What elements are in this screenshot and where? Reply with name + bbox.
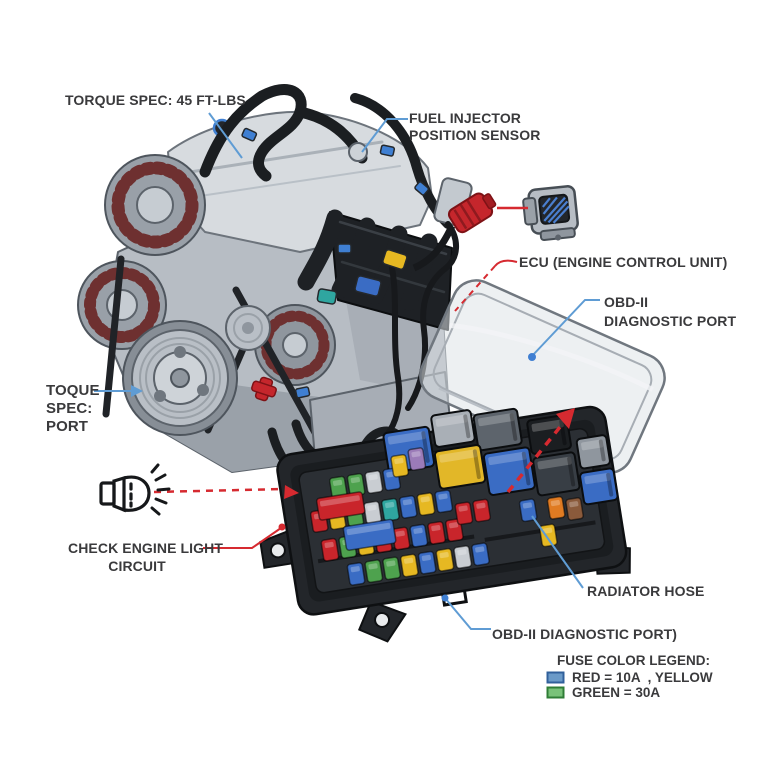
legend-swatch-green-rect xyxy=(546,686,565,699)
check-engine-light-icon xyxy=(99,463,171,516)
engine-connectors xyxy=(241,127,430,399)
check-engine-arrowhead xyxy=(284,485,299,499)
legend-swatch-blue xyxy=(546,671,565,684)
label-radiator-hose: RADIATOR HOSE xyxy=(587,583,705,599)
label-toque-spec-port: TOQUE SPEC: PORT xyxy=(46,382,100,436)
label-obd-bottom: OBD-II DIAGNOSTIC PORT) xyxy=(492,626,678,642)
legend-swatch-blue-rect xyxy=(546,671,565,684)
alternator-upper xyxy=(104,154,206,256)
leader-lines xyxy=(94,112,600,630)
obd-top-leader-line xyxy=(531,299,600,357)
label-check-engine: CHECK ENGINE LIGHT CIRCUIT xyxy=(68,539,224,575)
label-fuel-injector-line1: FUEL INJECTOR xyxy=(409,110,522,126)
idler-pulley xyxy=(225,305,271,351)
legend-item-green: GREEN = 30A xyxy=(546,685,713,700)
fuse-box xyxy=(259,405,631,643)
label-ecu: ECU (ENGINE CONTROL UNIT) xyxy=(519,254,728,270)
label-torque-spec: TORQUE SPEC: 45 FT-LBS xyxy=(65,92,246,108)
legend-item-red-label: RED = 10A , YELLOW xyxy=(572,670,713,685)
fuse-color-legend: FUSE COLOR LEGEND: RED = 10A , YELLOW GR… xyxy=(546,653,713,700)
legend-swatch-green xyxy=(546,686,565,699)
check-engine-circuit-dot xyxy=(278,523,286,531)
radiator-hose-leader-line xyxy=(531,515,584,589)
torque-spec-leader-line xyxy=(208,112,243,159)
legend-item-red: RED = 10A , YELLOW xyxy=(546,670,713,685)
label-check-engine-line2: CIRCUIT xyxy=(108,558,166,574)
label-fuel-injector: FUEL INJECTOR POSITION SENSOR xyxy=(409,110,540,144)
thermostat-housing xyxy=(348,142,368,162)
toque-port-arrowhead xyxy=(131,385,143,397)
check-engine-circuit-leader-line xyxy=(203,527,282,549)
engine-illustration xyxy=(77,84,473,485)
label-obd-top: OBD-II DIAGNOSTIC PORT xyxy=(604,293,736,331)
label-obd-top-line1: OBD-II xyxy=(604,294,649,310)
fuel-fitting-red xyxy=(251,376,277,402)
ecu-leader-line xyxy=(494,259,518,267)
crank-pulley xyxy=(122,320,238,436)
label-fuel-injector-line2: POSITION SENSOR xyxy=(409,127,541,143)
label-obd-top-line2: DIAGNOSTIC PORT xyxy=(604,313,737,329)
fuel-injector-leader-line xyxy=(361,118,408,153)
obd-top-leader-dot xyxy=(528,353,536,361)
label-check-engine-line1: CHECK ENGINE LIGHT xyxy=(68,540,224,556)
check-engine-dashed-line xyxy=(153,487,285,494)
legend-item-green-label: GREEN = 30A xyxy=(572,685,661,700)
label-toque-line2: SPEC: xyxy=(46,400,93,417)
obd-bottom-leader-line xyxy=(444,597,491,630)
legend-title: FUSE COLOR LEGEND: xyxy=(557,653,711,668)
wiring-connector-red xyxy=(412,192,497,272)
obd-bottom-leader-dot xyxy=(441,594,449,602)
cover-dashed-arrowhead xyxy=(556,408,575,429)
fuse-layer xyxy=(309,447,584,586)
label-toque-line1: TOQUE xyxy=(46,382,100,399)
label-toque-line3: PORT xyxy=(46,418,89,435)
position-sensor xyxy=(522,185,579,241)
